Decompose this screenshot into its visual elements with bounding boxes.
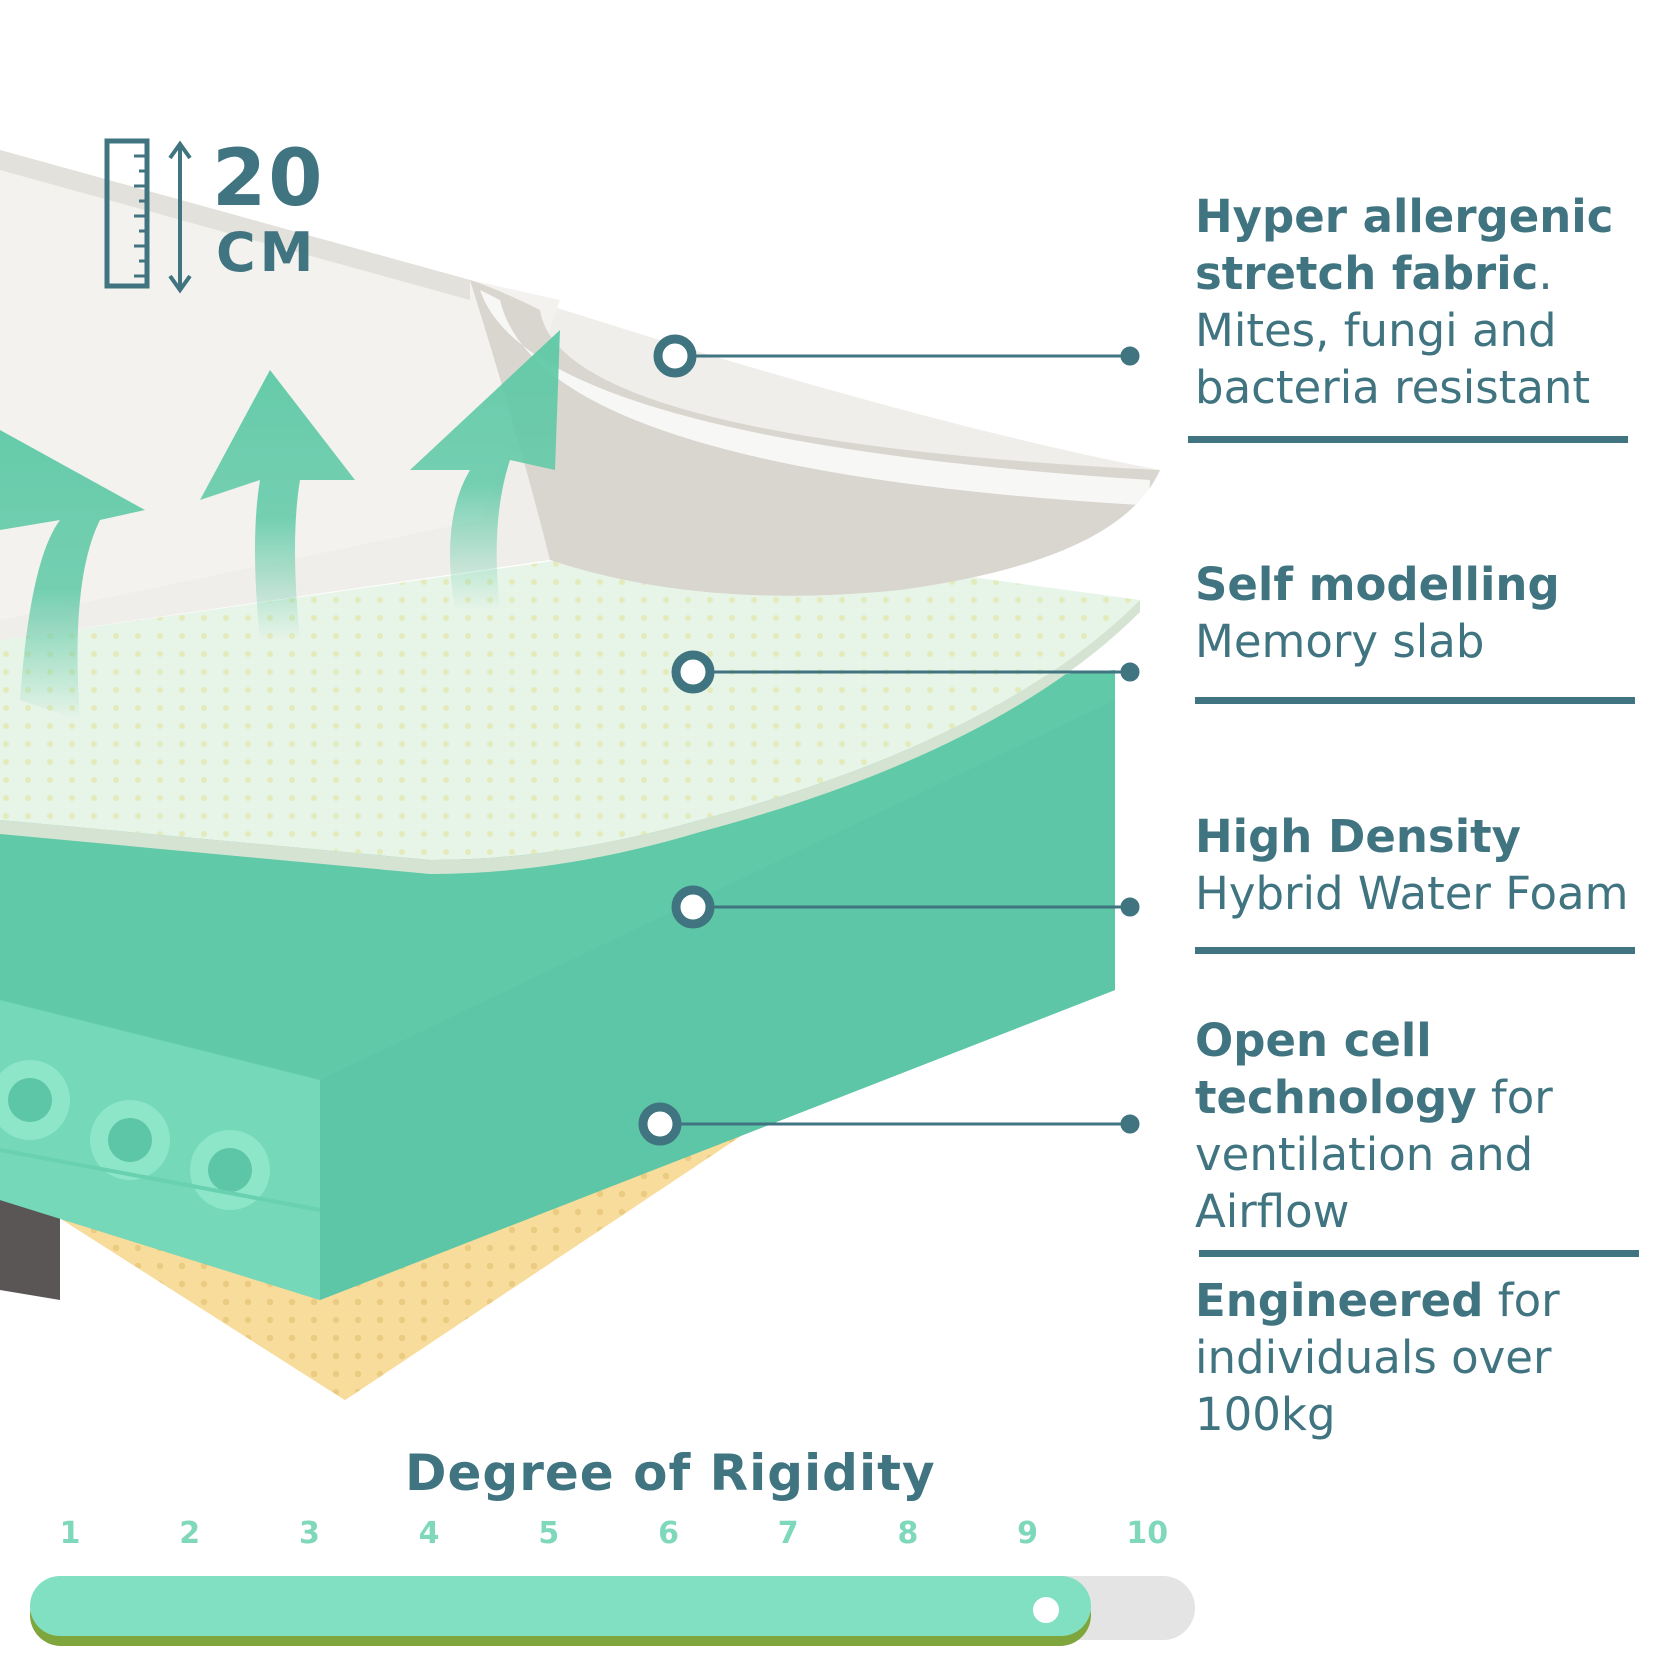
feature-open-cell-desc: for ventilation and Airflow: [1195, 1071, 1553, 1238]
height-value: 20: [212, 134, 325, 224]
rigidity-scale-label: 3: [298, 1516, 320, 1551]
feature-memory-desc: Memory slab: [1195, 615, 1485, 668]
feature-foam-desc: Hybrid Water Foam: [1195, 867, 1629, 920]
feature-foam: High Density Hybrid Water Foam: [1195, 808, 1635, 922]
feature-divider: [1195, 697, 1635, 704]
rigidity-scale-label: 7: [777, 1516, 799, 1551]
feature-foam-title: High Density: [1195, 810, 1521, 863]
rigidity-scale-label: 10: [1126, 1516, 1169, 1551]
rigidity-scale-label: 6: [658, 1516, 679, 1551]
feature-engineered-desc: for individuals over 100kg: [1195, 1274, 1560, 1441]
feature-memory-title: Self modelling: [1195, 558, 1560, 611]
rigidity-knob: [1032, 1597, 1059, 1623]
connector-lines: [660, 346, 1140, 1134]
ruler-icon: [104, 138, 192, 294]
feature-open-cell-title: Open cell technology: [1195, 1014, 1477, 1124]
rigidity-scale-label: 5: [538, 1516, 560, 1551]
connector-markers: [638, 334, 715, 1146]
feature-fabric-title: Hyper allergenic stretch fabric: [1195, 190, 1614, 300]
rigidity-scale-label: 8: [897, 1516, 919, 1551]
feature-divider: [1199, 1250, 1639, 1257]
feature-memory: Self modelling Memory slab: [1195, 556, 1635, 670]
rigidity-scale-label: 9: [1017, 1516, 1039, 1551]
feature-open-cell: Open cell technology for ventilation and…: [1195, 1012, 1575, 1240]
rigidity-fill: [30, 1576, 1091, 1636]
height-unit: CM: [216, 221, 318, 284]
rigidity-scale-label: 4: [418, 1516, 440, 1551]
airflow-arrows: [0, 330, 560, 720]
feature-fabric: Hyper allergenic stretch fabric. Mites, …: [1195, 188, 1635, 416]
feature-divider: [1188, 436, 1628, 443]
feature-engineered-title: Engineered: [1195, 1274, 1484, 1327]
rigidity-scale-label: 2: [179, 1516, 201, 1551]
rigidity-title: Degree of Rigidity: [405, 1444, 936, 1502]
rigidity-scale-label: 1: [59, 1516, 81, 1551]
feature-fabric-desc: . Mites, fungi and bacteria resistant: [1195, 247, 1591, 414]
feature-divider: [1195, 947, 1635, 954]
feature-engineered: Engineered for individuals over 100kg: [1195, 1272, 1575, 1443]
